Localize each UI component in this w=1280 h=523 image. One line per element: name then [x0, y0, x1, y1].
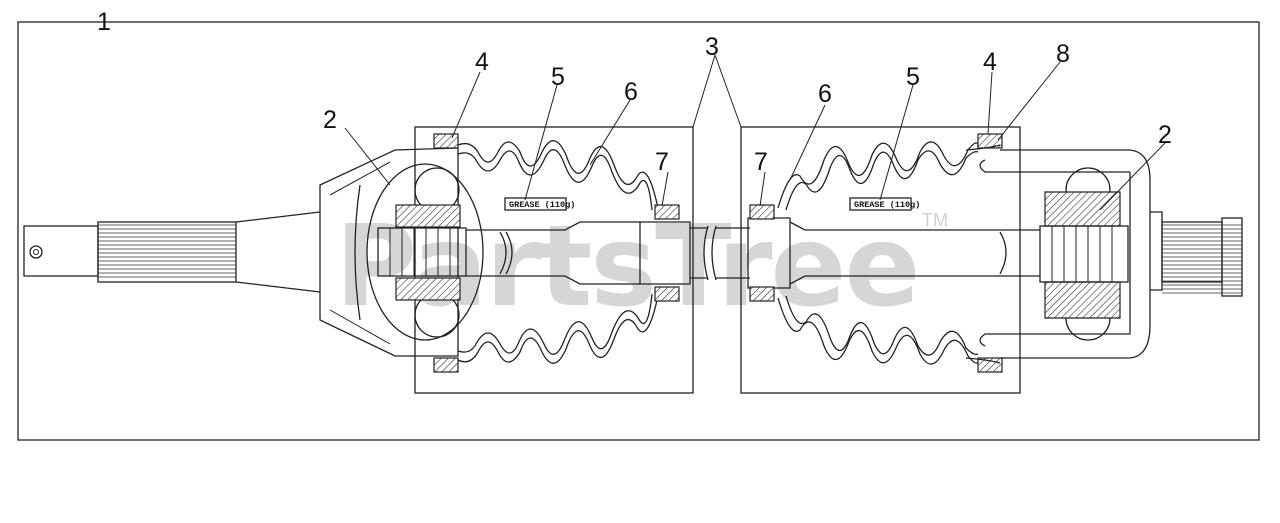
right-small-clamp [747, 204, 791, 302]
grease-tag-right-text: GREASE (110g) [854, 200, 920, 210]
center-shaft [466, 221, 1040, 285]
callout-4-right: 4 [983, 48, 997, 76]
subassembly-box-left [414, 126, 694, 394]
callout-7-left: 7 [655, 148, 669, 176]
callout-5-right: 5 [906, 63, 920, 91]
left-cv-housing [319, 147, 484, 357]
callout-7-right: 7 [754, 148, 768, 176]
callout-2-right: 2 [1158, 121, 1172, 149]
right-stub-shaft [1150, 211, 1243, 297]
left-boot [457, 140, 659, 364]
callout-5-left: 5 [551, 63, 565, 91]
grease-tag-left: GREASE (110g) [504, 197, 575, 211]
left-small-clamp [639, 204, 691, 302]
right-cv-housing [979, 149, 1151, 359]
grease-tag-right: GREASE (110g) [849, 197, 920, 211]
leader-lines [18, 21, 1259, 211]
left-stub-shaft [23, 211, 321, 293]
callout-4-left: 4 [475, 48, 489, 76]
callout-6-left: 6 [624, 78, 638, 106]
callout-3: 3 [705, 33, 719, 61]
subassembly-box-right [740, 126, 1021, 394]
right-boot [777, 141, 979, 365]
callout-2-left: 2 [323, 106, 337, 134]
callout-6-right: 6 [818, 80, 832, 108]
callout-8: 8 [1056, 40, 1070, 68]
callout-1: 1 [97, 8, 111, 36]
watermark-trademark: TM [922, 210, 948, 230]
right-large-clamp [965, 133, 1003, 373]
callouts: 1 2 2 3 4 4 5 5 6 6 7 7 8 [97, 8, 1172, 176]
grease-tag-left-text: GREASE (110g) [509, 200, 575, 210]
